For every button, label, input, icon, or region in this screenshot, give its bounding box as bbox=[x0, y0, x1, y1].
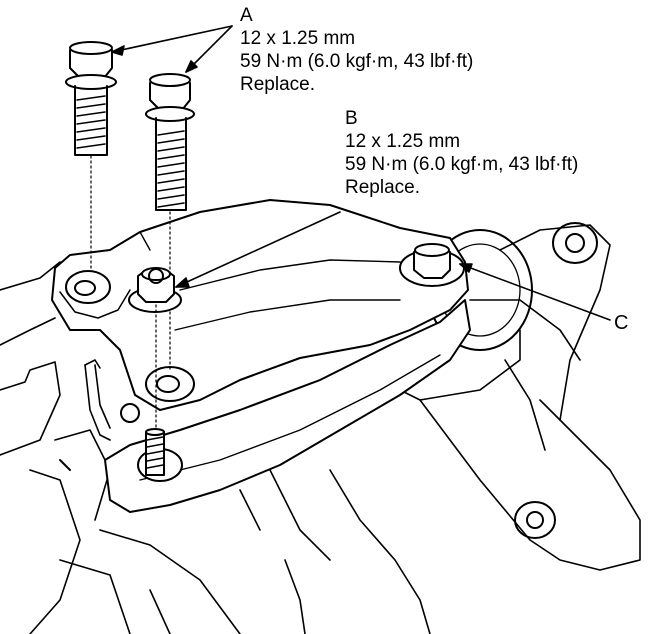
callout-a-size: 12 x 1.25 mm bbox=[240, 28, 356, 49]
callout-b-size: 12 x 1.25 mm bbox=[345, 131, 461, 152]
callout-a-note: Replace. bbox=[240, 74, 315, 95]
bolt-a-left bbox=[65, 41, 117, 271]
callout-a: A 12 x 1.25 mm 59 N·m (6.0 kgf·m, 43 lbf… bbox=[240, 4, 473, 96]
bolt-c bbox=[399, 243, 465, 287]
callout-b-note: Replace. bbox=[345, 177, 420, 198]
engine-mount-boss bbox=[427, 222, 598, 539]
callout-b-torque: 59 N·m (6.0 kgf·m, 43 lbf·ft) bbox=[345, 154, 579, 175]
stud bbox=[145, 428, 165, 476]
callout-a-torque: 59 N·m (6.0 kgf·m, 43 lbf·ft) bbox=[240, 51, 474, 72]
callout-b: B 12 x 1.25 mm 59 N·m (6.0 kgf·m, 43 lbf… bbox=[345, 107, 578, 199]
bolt-a-right bbox=[145, 73, 195, 371]
callout-c: C bbox=[614, 312, 628, 335]
nut-b bbox=[128, 267, 182, 431]
callout-c-letter: C bbox=[614, 312, 629, 334]
callout-b-letter: B bbox=[345, 108, 358, 129]
callout-a-letter: A bbox=[240, 5, 253, 26]
lower-bracket bbox=[59, 299, 471, 513]
harness-clip bbox=[84, 359, 111, 441]
engine-background bbox=[0, 224, 641, 634]
leader-lines bbox=[111, 25, 611, 321]
